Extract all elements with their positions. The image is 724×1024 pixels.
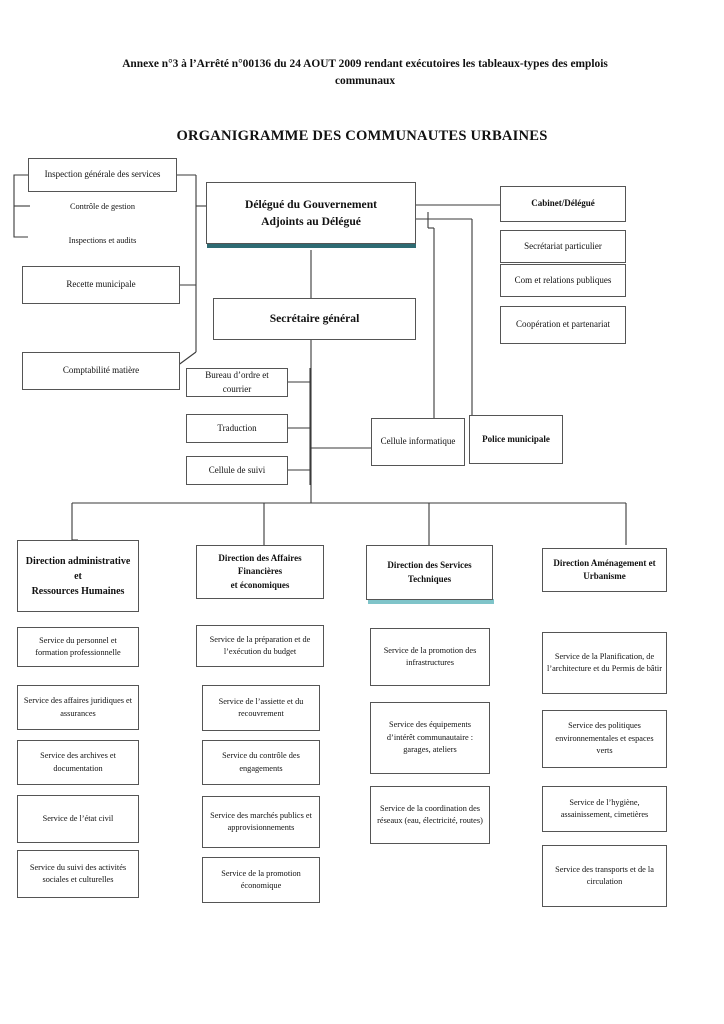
box-d4-service-1[interactable]: Service de la Planification, de l’archit… — [542, 632, 667, 694]
direction-2-line-2: et économiques — [230, 579, 290, 590]
box-d4-service-3[interactable]: Service de l’hygiène, assainissement, ci… — [542, 786, 667, 832]
box-secretariat-particulier[interactable]: Secrétariat particulier — [500, 230, 626, 263]
box-d2-service-3[interactable]: Service du contrôle des engagements — [202, 740, 320, 785]
box-secretaire-general[interactable]: Secrétaire général — [213, 298, 416, 340]
direction-1-line-1: Direction administrative et — [25, 555, 131, 582]
box-traduction[interactable]: Traduction — [186, 414, 288, 443]
head-line-2: Adjoints au Délégué — [261, 215, 361, 228]
label-inspections-et-audits: Inspections et audits — [68, 236, 137, 246]
box-d2-service-1[interactable]: Service de la préparation et de l’exécut… — [196, 625, 324, 667]
box-inspection-generale[interactable]: Inspection générale des services — [28, 158, 177, 192]
head-box-shadow — [207, 243, 416, 248]
direction-3-shadow — [368, 599, 494, 604]
box-d1-service-1[interactable]: Service du personnel et formation profes… — [17, 627, 139, 667]
head-line-1: Délégué du Gouvernement — [244, 197, 378, 211]
box-cellule-de-suivi[interactable]: Cellule de suivi — [186, 456, 288, 485]
box-direction-administrative-rh[interactable]: Direction administrative et Ressources H… — [17, 540, 139, 612]
box-delegue-du-gouvernement[interactable]: Délégué du Gouvernement Adjoints au Délé… — [206, 182, 416, 244]
box-cabinet-delegue[interactable]: Cabinet/Délégué — [500, 186, 626, 222]
box-d1-service-3[interactable]: Service des archives et documentation — [17, 740, 139, 785]
box-cooperation-partenariat[interactable]: Coopération et partenariat — [500, 306, 626, 344]
box-d4-service-4[interactable]: Service des transports et de la circulat… — [542, 845, 667, 907]
box-d2-service-4[interactable]: Service des marchés publics et approvisi… — [202, 796, 320, 848]
box-d4-service-2[interactable]: Service des politiques environnementales… — [542, 710, 667, 768]
direction-4-line-1: Direction Aménagement et — [553, 557, 656, 568]
box-bureau-ordre-courrier[interactable]: Bureau d’ordre et courrier — [186, 368, 288, 397]
box-police-municipale[interactable]: Police municipale — [469, 415, 563, 464]
box-recette-municipale[interactable]: Recette municipale — [22, 266, 180, 304]
box-d3-service-2[interactable]: Service des équipements d’intérêt commun… — [370, 702, 490, 774]
box-d3-service-3[interactable]: Service de la coordination des réseaux (… — [370, 786, 490, 844]
box-direction-amenagement-urbanisme[interactable]: Direction Aménagement et Urbanisme — [542, 548, 667, 592]
box-d1-service-2[interactable]: Service des affaires juridiques et assur… — [17, 685, 139, 730]
direction-3-line-1: Direction des Services — [387, 560, 472, 570]
box-d1-service-4[interactable]: Service de l’état civil — [17, 795, 139, 843]
direction-2-line-1: Direction des Affaires Financières — [218, 552, 302, 577]
box-d1-service-5[interactable]: Service du suivi des activités sociales … — [17, 850, 139, 898]
box-direction-affaires-financieres[interactable]: Direction des Affaires Financières et éc… — [196, 545, 324, 599]
direction-3-line-2: Techniques — [407, 573, 452, 584]
box-comptabilite-matiere[interactable]: Comptabilité matière — [22, 352, 180, 390]
label-controle-de-gestion: Contrôle de gestion — [70, 202, 135, 212]
direction-4-line-2: Urbanisme — [583, 571, 626, 581]
box-d2-service-5[interactable]: Service de la promotion économique — [202, 857, 320, 903]
box-d2-service-2[interactable]: Service de l’assiette et du recouvrement — [202, 685, 320, 731]
direction-1-line-2: Ressources Humaines — [31, 585, 125, 597]
document-subtitle: Annexe n°3 à l’Arrêté n°00136 du 24 AOUT… — [122, 58, 608, 87]
box-cellule-informatique[interactable]: Cellule informatique — [371, 418, 465, 466]
box-com-relations-publiques[interactable]: Com et relations publiques — [500, 264, 626, 297]
box-direction-services-techniques[interactable]: Direction des Services Techniques — [366, 545, 493, 600]
page-title: ORGANIGRAMME DES COMMUNAUTES URBAINES — [176, 128, 548, 144]
box-d3-service-1[interactable]: Service de la promotion des infrastructu… — [370, 628, 490, 686]
